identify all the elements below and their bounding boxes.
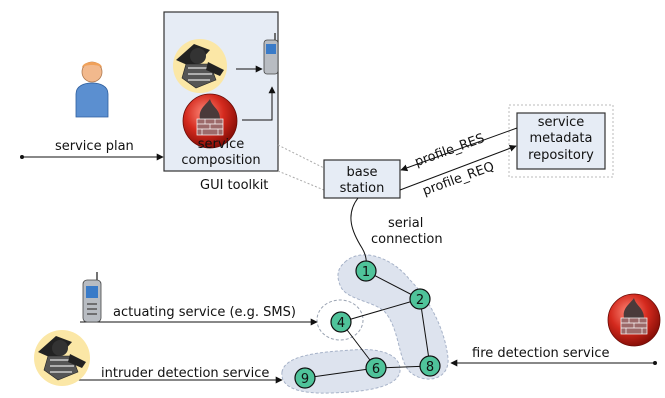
profile-req-arrow (399, 144, 517, 191)
node-8: 8 (419, 355, 441, 377)
node-9: 9 (294, 367, 316, 389)
serial-label-1: serial (388, 216, 423, 231)
mobile-phone-icon (82, 272, 102, 323)
person-icon (75, 61, 109, 118)
base-station-label-1: base (347, 165, 378, 180)
burglar-icon (173, 39, 227, 93)
svg-text:1: 1 (362, 265, 370, 280)
repository-label-2: metadata (529, 131, 592, 146)
cluster-region-upper (337, 254, 449, 380)
firewall-icon (607, 293, 661, 347)
svg-text:4: 4 (337, 316, 345, 331)
burglar-icon (34, 330, 90, 386)
svg-text:8: 8 (426, 360, 434, 375)
service-composition-label-2: composition (181, 153, 260, 168)
base-station-box (323, 159, 401, 199)
mobile-phone-icon (263, 33, 279, 75)
profile-res-arrow (400, 127, 518, 172)
intruder-detection-label: intruder detection service (101, 366, 269, 381)
service-composition-label-1: service (198, 137, 245, 152)
svg-text:9: 9 (301, 372, 309, 387)
gui-toolkit-label: GUI toolkit (200, 178, 268, 193)
node-6: 6 (365, 357, 387, 379)
firewall-icon (182, 93, 238, 149)
service-plan-label: service plan (55, 139, 134, 154)
network-nodes: 1 2 4 6 8 9 (294, 260, 441, 389)
svg-text:6: 6 (372, 362, 380, 377)
fire-detection-label: fire detection service (472, 346, 609, 361)
serial-label-2: connection (371, 232, 443, 247)
node-1: 1 (355, 260, 377, 282)
node-4: 4 (330, 311, 352, 333)
repository-label-1: service (538, 115, 585, 130)
actuating-service-label: actuating service (e.g. SMS) (113, 305, 296, 320)
node-2: 2 (409, 288, 431, 310)
repository-label-3: repository (528, 148, 594, 163)
repository-box (516, 112, 606, 170)
profile-req-label: profile_REQ (421, 159, 497, 199)
svg-text:2: 2 (416, 293, 424, 308)
base-station-label-2: station (340, 181, 385, 196)
